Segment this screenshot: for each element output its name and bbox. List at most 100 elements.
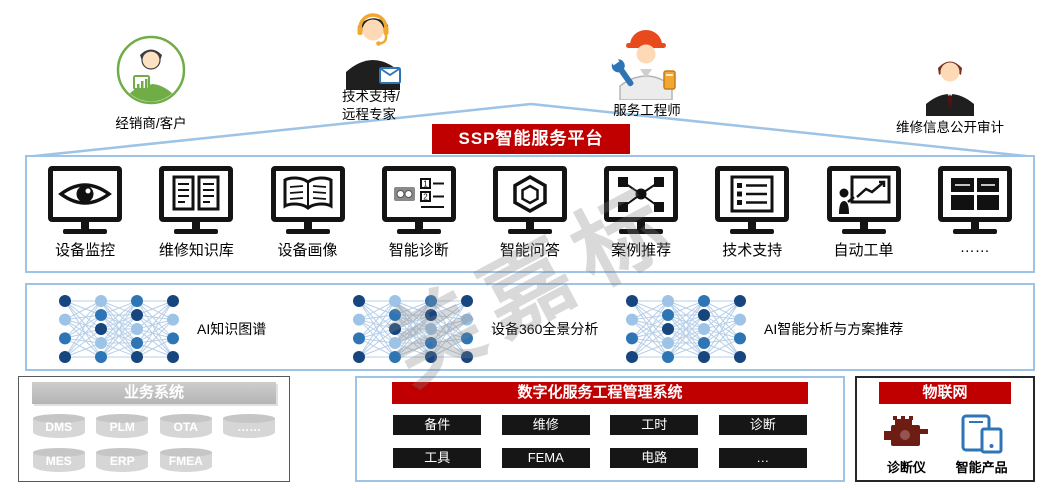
tech-support-expert-icon (346, 13, 401, 90)
monitor-base (952, 229, 997, 234)
module-button: 诊断 (718, 415, 807, 435)
documents-icon (172, 175, 220, 211)
svg-text:2: 2 (423, 192, 428, 201)
monitor-screen (826, 166, 901, 222)
module-button: 工时 (610, 415, 699, 435)
app-label: 设备监控 (55, 242, 116, 259)
module-button: 维修 (501, 415, 590, 435)
monitor-base (730, 229, 775, 234)
app-label: 案例推荐 (611, 242, 672, 259)
audit-label: 维修信息公开审计 (896, 120, 1004, 135)
monitor-neck (192, 222, 201, 229)
app-auto-work-order: 自动工单 (811, 166, 917, 260)
monitor-screen (937, 166, 1012, 222)
checklist-icon (730, 175, 774, 213)
monitor-neck (748, 222, 757, 229)
app-tech-support: 技术支持 (699, 166, 805, 260)
neural-network-icon (626, 295, 746, 363)
business-systems-box: 业务系统 DMS PLM OTA …… MES ERP FMEA (18, 376, 290, 482)
db-label: DMS (45, 420, 73, 434)
app-label: 智能问答 (499, 242, 560, 259)
module-button: FEMA (501, 448, 590, 468)
app-knowledge-base: 维修知识库 (143, 166, 249, 260)
app-smart-qa: 智能问答 (477, 166, 583, 260)
monitor-neck (81, 222, 90, 229)
monitor-screen: 1 2 (381, 166, 456, 222)
app-case-recommendation: 案例推荐 (588, 166, 694, 260)
monitor-base (285, 229, 330, 234)
monitor-screen (604, 166, 679, 222)
business-systems-title: 业务系统 (32, 382, 276, 404)
db-label: FMEA (168, 454, 203, 468)
audit-person-icon (926, 61, 974, 116)
monitor-screen (715, 166, 790, 222)
tech-support-line2: 远程专家 (342, 106, 396, 122)
app-device-profile: 设备画像 (255, 166, 361, 260)
app-label: 维修知识库 (158, 242, 234, 259)
monitor-base (507, 229, 552, 234)
iot-device-label: 智能产品 (955, 460, 1008, 475)
db-label: OTA (173, 420, 198, 434)
database-cylinder: OTA (159, 414, 212, 438)
database-cylinder: DMS (32, 414, 85, 438)
database-cylinder: MES (32, 448, 85, 472)
hexagon-icon (513, 174, 547, 214)
app-label: 设备画像 (277, 242, 338, 259)
app-label: 自动工单 (833, 242, 894, 259)
smart-device-icon (961, 414, 1003, 454)
monitor-base (174, 229, 219, 234)
module-button: … (718, 448, 807, 468)
monitor-base (63, 229, 108, 234)
monitor-neck (525, 222, 534, 229)
neural-network-icon (59, 295, 179, 363)
tech-support-expert-label: 技术支持/ 远程专家 (342, 88, 400, 123)
module-button: 电路 (610, 448, 699, 468)
eye-icon (58, 183, 113, 205)
database-cylinder: FMEA (159, 448, 212, 472)
db-label: PLM (109, 420, 135, 434)
customer-icon (116, 35, 186, 105)
monitor-neck (414, 222, 423, 229)
db-label: …… (237, 420, 262, 434)
monitor-screen (159, 166, 234, 222)
digital-service-title: 数字化服务工程管理系统 (392, 382, 808, 404)
neural-network-icon (353, 295, 473, 363)
database-cylinder: ERP (96, 448, 149, 472)
ai-layer-box: AI知识图谱 设备360全景分析 AI智能分析与方案推荐 (25, 283, 1035, 371)
app-smart-diagnosis: 1 2 智能诊断 (366, 166, 472, 260)
monitor-neck (303, 222, 312, 229)
app-label: 技术支持 (722, 242, 783, 259)
monitor-neck (970, 222, 979, 229)
iot-device: 智能产品 (956, 412, 1008, 476)
monitor-neck (637, 222, 646, 229)
app-label: 智能诊断 (388, 242, 449, 259)
monitor-screen (48, 166, 123, 222)
module-button: 工具 (393, 448, 482, 468)
ai-knowledge-graph: AI知识图谱 (55, 291, 266, 367)
tech-support-line1: 技术支持/ (342, 89, 400, 104)
database-grid: DMS PLM OTA …… MES ERP FMEA (19, 406, 289, 472)
iot-device-label: 诊断仪 (886, 460, 926, 475)
module-grid: 备件 维修 工时 诊断 工具 FEMA 电路 … (357, 406, 843, 468)
presentation-chart-icon (838, 175, 890, 214)
monitor-base (619, 229, 664, 234)
dashboard-icon (950, 178, 999, 210)
app-more: …… (922, 166, 1028, 256)
app-device-monitoring: 设备监控 (32, 166, 138, 260)
iot-device: 诊断仪 (882, 412, 930, 476)
open-book-icon (283, 176, 333, 210)
platform-title-banner: SSP智能服务平台 (432, 124, 630, 154)
iot-title: 物联网 (879, 382, 1011, 404)
database-cylinder: PLM (96, 414, 149, 438)
iot-box: 物联网 诊断仪 (855, 376, 1035, 482)
ai-item-label: 设备360全景分析 (491, 321, 599, 337)
platform-apps-box: 设备监控 维修知识库 (25, 155, 1035, 273)
ai-item-label: AI智能分析与方案推荐 (764, 321, 904, 337)
service-engineer-icon (610, 30, 676, 100)
monitor-screen (270, 166, 345, 222)
engine-icon (884, 416, 929, 446)
iot-devices: 诊断仪 智能产品 (857, 406, 1033, 476)
monitor-screen (492, 166, 567, 222)
monitor-neck (859, 222, 868, 229)
